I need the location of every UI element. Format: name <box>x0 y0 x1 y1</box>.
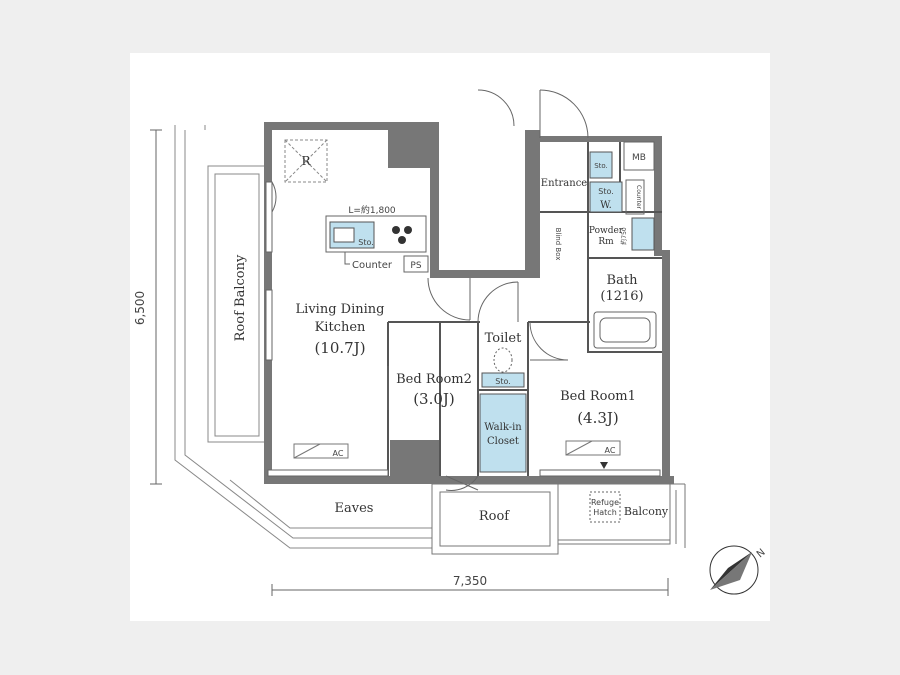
ac-label-ldk: AC <box>333 449 344 458</box>
bath-size: (1216) <box>600 289 643 304</box>
bed2-name: Bed Room2 <box>396 372 472 387</box>
counter-leader <box>344 252 350 265</box>
ac-label-bed1: AC <box>605 446 616 455</box>
powder-width-label: 約750 <box>620 227 628 245</box>
refuge-hatch-box <box>589 491 621 523</box>
roof-balcony-label: Roof Balcony <box>233 254 248 341</box>
vertical-counter-label: Counter <box>635 185 642 210</box>
lower-structure <box>431 483 686 555</box>
mb-label: MB <box>632 153 646 163</box>
height-dimension: 6,500 <box>133 291 147 325</box>
bed2-size: (3.0J) <box>413 390 455 408</box>
entrance-label: Entrance <box>541 178 588 189</box>
entry-storage-box <box>589 151 613 179</box>
dimension-lines <box>150 129 669 596</box>
powder-label-line2: Rm <box>598 237 614 247</box>
doors <box>271 89 589 491</box>
ac-units <box>293 440 621 459</box>
entry-storage-label: Sto. <box>594 162 608 170</box>
ldk-size: (10.7J) <box>314 339 365 357</box>
ps-box <box>403 255 429 273</box>
wic-label-line1: Walk-in <box>484 422 522 433</box>
roof-label: Roof <box>479 509 510 524</box>
mb-box <box>623 141 655 171</box>
svg-text:N: N <box>755 547 768 560</box>
wic-area <box>479 393 527 473</box>
kitchen-storage-label: Sto. <box>358 238 374 247</box>
kitchen-counter <box>325 215 427 253</box>
powder-label-line1: Powder <box>589 226 624 236</box>
toilet-label: Toilet <box>485 331 522 346</box>
refrigerator-label: R <box>301 154 311 168</box>
bed1-name: Bed Room1 <box>560 389 636 404</box>
washer-label: W. <box>600 200 612 211</box>
eaves-label: Eaves <box>335 501 374 516</box>
balcony-label: Balcony <box>624 505 669 518</box>
ps-label: PS <box>410 261 421 271</box>
washer-storage-label: Sto. <box>598 187 614 196</box>
refuge-hatch-line1: Refuge <box>591 498 619 507</box>
toilet-storage-label: Sto. <box>495 377 511 386</box>
refuge-hatch-line2: Hatch <box>593 508 617 517</box>
kitchen-length-label: L=約1,800 <box>348 204 396 216</box>
entry-marker-icon <box>600 462 608 469</box>
bathtub <box>593 311 657 349</box>
toilet-fixture <box>481 347 525 388</box>
roof-balcony-boundary <box>174 125 432 549</box>
counter-label: Counter <box>352 260 393 271</box>
vertical-counter-box <box>625 179 645 215</box>
ldk-label-line2: Kitchen <box>315 320 366 335</box>
powder-sink <box>631 217 655 251</box>
north-arrow-icon: N <box>709 545 768 595</box>
blind-box-label: Blind Box <box>554 228 562 261</box>
wic-label-line2: Closet <box>487 436 519 447</box>
washer-box <box>589 181 623 213</box>
bath-label: Bath <box>607 273 639 288</box>
width-dimension: 7,350 <box>453 574 487 588</box>
ldk-label-line1: Living Dining <box>296 302 385 317</box>
refrigerator-box <box>284 139 328 183</box>
bed1-size: (4.3J) <box>577 409 619 427</box>
windows <box>265 181 661 477</box>
